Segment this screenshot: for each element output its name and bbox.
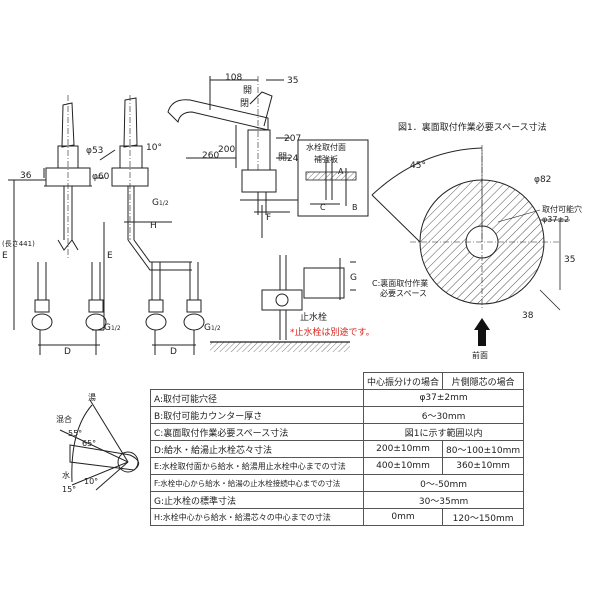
dim-36: 36 [20,171,32,181]
row-label: E:水栓取付面から給水・給湯用止水栓中心までの寸法 [150,457,364,475]
side-view-faucet [167,76,356,340]
table-row: B:取付可能カウンター厚さ 6〜30mm [150,406,525,424]
dim-53: φ53 [86,146,103,156]
fig1-hole-phi: φ37±2 [542,215,569,224]
front-view-labels: φ53 φ60 36 (長さ441) E E D D H 10° G1/2 G1… [2,143,221,357]
dim-F: F [266,213,271,223]
row-value-offset: 360±10mm [442,457,525,475]
angle-65: 65° [82,439,96,448]
dim-60: φ60 [92,172,110,182]
pipe-g-3: G1/2 [204,323,221,333]
dim-D-left: D [64,347,71,357]
side-view-floor [210,341,350,352]
fig1-space-label-1: C:裏面取付作業 [372,278,428,288]
fig1-dim-38: 38 [522,311,534,321]
fig1-title: 図1．裏面取付作業必要スペース寸法 [398,121,547,133]
angle-10-top: 10° [146,143,162,153]
fig1-dim-35: 35 [564,255,575,265]
angle-10-lever: 10° [84,477,98,486]
row-label: F:水栓中心から給水・給湯の止水栓接続中心までの寸法 [150,474,364,492]
angle-55: 55° [68,429,82,438]
height-207: 207 [284,134,301,144]
table-row: H:水栓中心から給水・給湯芯々の中心までの寸法 0mm 120〜150mm [150,508,525,526]
row-value: 6〜30mm [362,406,525,424]
dim-G: G [350,273,357,283]
side-view-labels: 108 35 開 閉 開 207 243 200 260 F G 止水栓 *止水… [202,73,375,338]
row-value-offset: 80〜100±10mm [442,440,525,458]
row-label: A:取付可能穴径 [150,389,364,407]
front-arrow-icon [474,318,490,346]
row-value: 30〜35mm [362,491,525,509]
lever-open-right: 開 [278,152,287,163]
table-corner [150,372,364,390]
mount-detail: 水栓取付面 補強板 A C B [297,139,369,217]
pipe-g-2: G1/2 [104,323,121,333]
col-header-offset: 片側隠芯の場合 [442,372,525,390]
row-value-center: 200±10mm [362,440,444,458]
row-label: G:止水栓の標準寸法 [150,491,364,509]
table-row: D:給水・給湯止水栓芯々寸法 200±10mm 80〜100±10mm [150,440,525,458]
row-value-offset: 120〜150mm [442,508,525,526]
detail-A: A [338,167,344,176]
row-value: φ37±2mm [362,389,525,407]
table-row: A:取付可能穴径 φ37±2mm [150,389,525,407]
dim-35: 35 [287,76,298,86]
detail-C: C [320,203,326,212]
pipe-g-1: G1/2 [152,198,169,208]
fig1-space-diagram: 図1．裏面取付作業必要スペース寸法 45° φ82 取付可能穴 φ37±2 35… [371,121,582,360]
table-row: G:止水栓の標準寸法 30〜35mm [150,491,525,509]
dim-E-left: E [2,251,8,261]
angle-mix: 混合 [56,414,72,424]
reinforce-plate-label: 補強板 [314,154,338,164]
angle-hot: 湯 [88,392,96,402]
height-200: 200 [218,145,235,155]
lever-angle-diagram [59,399,140,491]
length-441: (長さ441) [2,240,35,248]
table-row: E:水栓取付面から給水・給湯用止水栓中心までの寸法 400±10mm 360±1… [150,457,525,475]
row-value: 0〜-50mm [362,474,525,492]
row-value-center: 400±10mm [362,457,444,475]
fig1-phi82: φ82 [534,175,551,185]
spec-table: 中心振分けの場合 片側隠芯の場合 A:取付可能穴径 φ37±2mm B:取付可能… [150,372,525,526]
height-243: 243 [287,154,304,164]
angle-cold: 水 [62,470,70,480]
height-260: 260 [202,151,219,161]
lever-open-top: 開 [243,85,252,96]
lever-close: 閉 [240,98,249,109]
row-value-center: 0mm [362,508,444,526]
dim-E-right: E [107,251,113,261]
fig1-space-label-2: 必要スペース [380,288,427,298]
detail-B: B [352,203,358,212]
row-label: C:裏面取付作業必要スペース寸法 [150,423,364,441]
mount-surface-label: 水栓取付面 [306,142,346,152]
dim-H: H [150,221,157,231]
table-row: C:裏面取付作業必要スペース寸法 図1に示す範囲以内 [150,423,525,441]
fig1-angle-45: 45° [410,161,426,171]
row-label: H:水栓中心から給水・給湯芯々の中心までの寸法 [150,508,364,526]
row-value: 図1に示す範囲以内 [362,423,525,441]
angle-15: 15° [62,485,76,494]
front-view-left [8,95,205,355]
dim-108: 108 [225,73,242,83]
row-label: B:取付可能カウンター厚さ [150,406,364,424]
dim-D-right: D [170,347,177,357]
row-label: D:給水・給湯止水栓芯々寸法 [150,440,364,458]
stop-valve-label: 止水栓 [300,311,327,323]
stop-valve-note: *止水栓は別途です。 [290,326,375,338]
table-header-row: 中心振分けの場合 片側隠芯の場合 [150,372,525,390]
fig1-front-label: 前面 [472,350,488,360]
fig1-hole-label: 取付可能穴 [542,204,582,214]
lever-angle-labels: 湯 混合 55° 65° 水 15° 10° [56,392,98,494]
col-header-center: 中心振分けの場合 [362,372,444,390]
table-row: F:水栓中心から給水・給湯の止水栓接続中心までの寸法 0〜-50mm [150,474,525,492]
